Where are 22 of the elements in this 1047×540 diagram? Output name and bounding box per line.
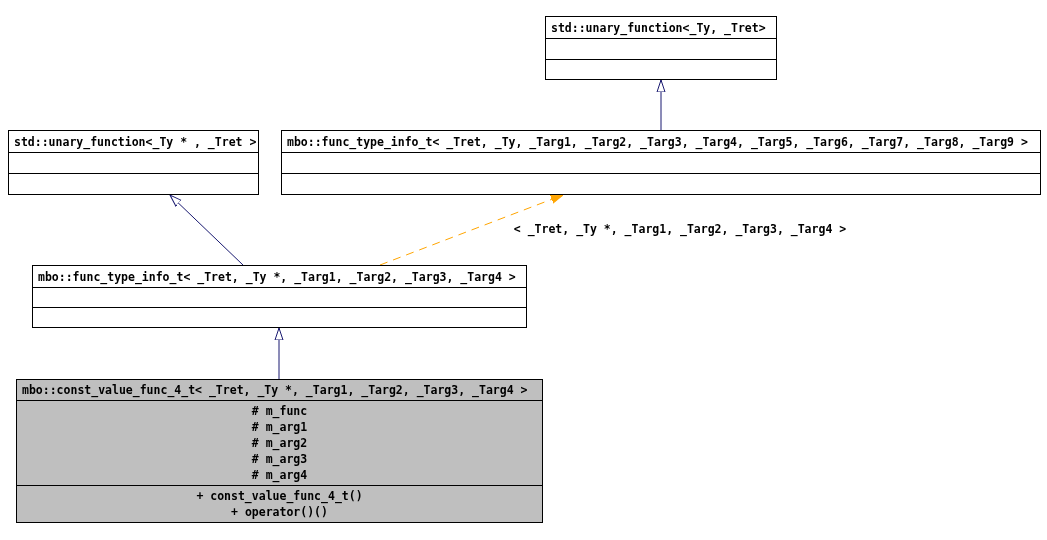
class-box: [16, 379, 543, 523]
attribute-text: # m_arg2: [251, 435, 308, 451]
attribute-text: # m_arg4: [251, 467, 308, 483]
inheritance-arrow: [274, 327, 284, 380]
edge-label: < _Tret, _Ty *, _Targ1, _Targ2, _Targ3, _Targ4 >: [511, 222, 849, 236]
attribute-text: # m_arg3: [251, 451, 308, 467]
class-name: mbo::func_type_info_t< _Tret, _Ty, _Targ1, _Targ2, _Targ3, _Targ4, _Targ5, _Targ6, _Targ7, _Targ8, _Targ9 >: [287, 133, 1028, 150]
class-name: std::unary_function<_Ty * , _Tret >: [14, 133, 257, 150]
inheritance-arrow: [169, 194, 244, 266]
class-name: mbo::func_type_info_t< _Tret, _Ty *, _Targ1, _Targ2, _Targ3, _Targ4 >: [38, 268, 516, 285]
attribute-text: # m_func: [251, 403, 308, 419]
method-text: + operator()(): [231, 504, 328, 520]
class-name: mbo::const_value_func_4_t< _Tret, _Ty *, _Targ1, _Targ2, _Targ3, _Targ4 >: [22, 382, 528, 398]
class-box: [8, 130, 259, 195]
class-box: [281, 130, 1041, 195]
class-box: [32, 265, 527, 328]
dashed-arrow: [379, 194, 564, 266]
class-name: std::unary_function<_Ty, _Tret>: [551, 19, 766, 36]
inheritance-arrow: [656, 79, 666, 131]
class-box: [545, 16, 777, 80]
method-text: + const_value_func_4_t(): [196, 488, 363, 504]
attribute-text: # m_arg1: [251, 419, 308, 435]
